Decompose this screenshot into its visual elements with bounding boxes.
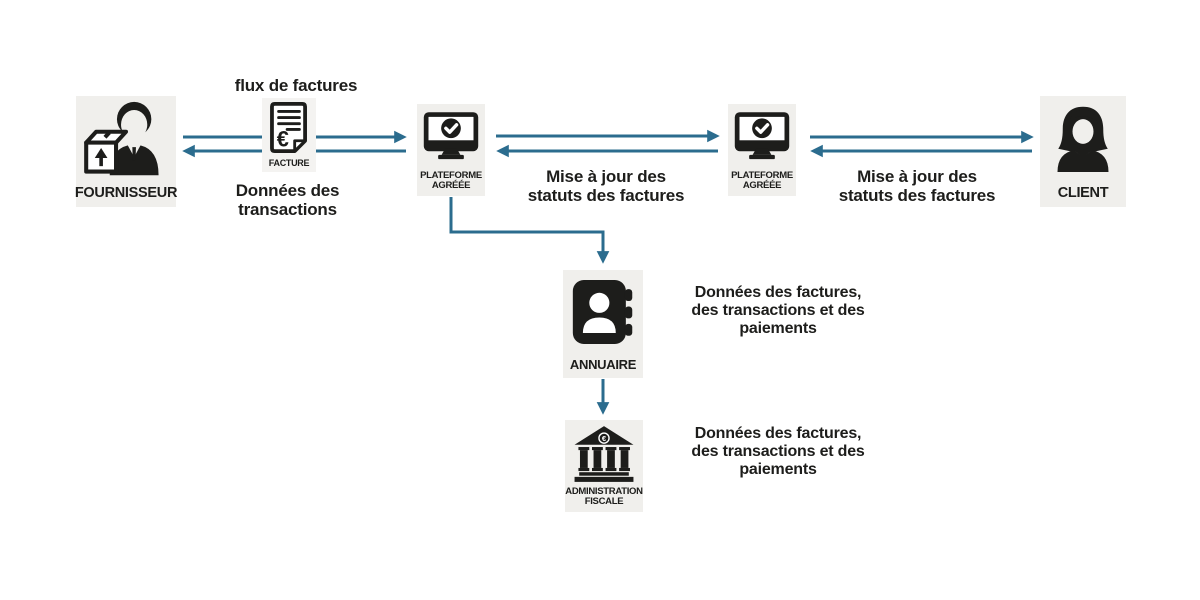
arrow-plateforme1-to-annuaire bbox=[449, 197, 610, 264]
entity-annuaire: ANNUAIRE bbox=[563, 270, 643, 378]
donnees-admin-line1: Données des factures, bbox=[694, 425, 862, 442]
administration-fiscale-label: ADMINISTRATION FISCALE bbox=[565, 486, 643, 508]
client-label: CLIENT bbox=[1057, 184, 1109, 201]
entity-administration-fiscale: € ADMINISTRATION FISCALE bbox=[565, 420, 643, 512]
donnees-transactions-label: Données des transactions bbox=[200, 181, 375, 219]
fournisseur-label: FOURNISSEUR bbox=[74, 184, 178, 201]
mise-a-jour-1-line2: statuts des factures bbox=[527, 186, 685, 206]
donnees-annuaire-line3: paiements bbox=[739, 320, 817, 338]
entity-client: CLIENT bbox=[1040, 96, 1126, 207]
annuaire-label: ANNUAIRE bbox=[569, 357, 637, 373]
address-book-icon bbox=[572, 280, 633, 344]
donnees-factures-label-administration: Données des factures, des transactions e… bbox=[665, 425, 891, 479]
entity-facture: € FACTURE bbox=[262, 98, 316, 172]
mise-a-jour-statuts-label-1: Mise à jour des statuts des factures bbox=[495, 167, 717, 205]
plateforme-2-label-line2: AGRÉÉE bbox=[742, 180, 782, 192]
plateforme-1-label-line2: AGRÉÉE bbox=[431, 180, 471, 192]
administration-fiscale-label-line2: FISCALE bbox=[584, 496, 624, 508]
client-woman-icon bbox=[1057, 106, 1109, 172]
entity-fournisseur: FOURNISSEUR bbox=[74, 96, 178, 207]
mise-a-jour-statuts-label-2: Mise à jour des statuts des factures bbox=[806, 167, 1028, 205]
plateforme-2-label-line1: PLATEFORME bbox=[731, 170, 793, 182]
flux-de-factures-label: flux de factures bbox=[234, 76, 358, 95]
entity-plateforme-agreee-1: PLATEFORME AGRÉÉE bbox=[417, 104, 485, 196]
donnees-factures-label-annuaire: Données des factures, des transactions e… bbox=[665, 284, 891, 338]
invoice-document-euro-icon: € bbox=[270, 101, 307, 154]
svg-text:€: € bbox=[602, 434, 607, 443]
plateforme-1-label: PLATEFORME AGRÉÉE bbox=[420, 171, 482, 191]
svg-text:€: € bbox=[277, 126, 289, 151]
plateforme-2-label: PLATEFORME AGRÉÉE bbox=[731, 171, 793, 191]
monitor-checkmark-icon bbox=[423, 112, 479, 160]
donnees-admin-line3: paiements bbox=[739, 461, 817, 479]
mise-a-jour-2-line2: statuts des factures bbox=[838, 186, 996, 206]
bank-building-euro-icon: € bbox=[574, 426, 634, 482]
administration-fiscale-label-line1: ADMINISTRATION bbox=[565, 486, 643, 498]
donnees-transactions-line1: Données des bbox=[235, 181, 340, 200]
mise-a-jour-1-line1: Mise à jour des bbox=[546, 167, 666, 186]
monitor-checkmark-icon bbox=[734, 112, 790, 160]
supplier-person-with-package-icon bbox=[84, 101, 159, 176]
entity-plateforme-agreee-2: PLATEFORME AGRÉÉE bbox=[728, 104, 796, 196]
facture-label: FACTURE bbox=[268, 157, 310, 168]
donnees-transactions-line2: transactions bbox=[238, 200, 337, 220]
plateforme-1-label-line1: PLATEFORME bbox=[420, 170, 482, 182]
mise-a-jour-2-line1: Mise à jour des bbox=[857, 167, 977, 186]
donnees-admin-line2: des transactions et des bbox=[691, 443, 865, 461]
donnees-annuaire-line2: des transactions et des bbox=[691, 302, 865, 320]
donnees-annuaire-line1: Données des factures, bbox=[694, 284, 862, 301]
